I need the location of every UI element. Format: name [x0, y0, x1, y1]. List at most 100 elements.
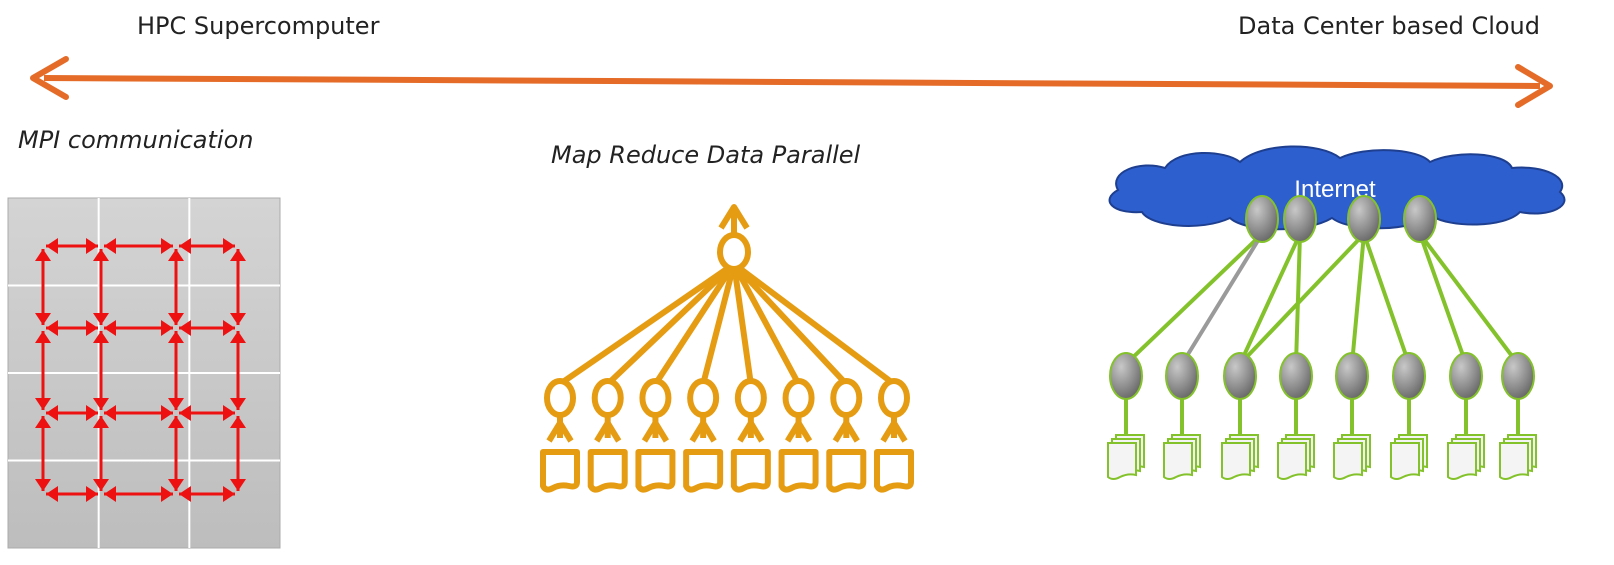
network-link [1294, 232, 1302, 366]
router-node [1283, 195, 1317, 243]
mpi-arrowhead [168, 331, 184, 343]
mpi-arrowhead [230, 249, 246, 261]
document-stack-icon [1499, 442, 1529, 480]
mapreduce-output-arrowhead [718, 204, 750, 230]
internet-cloud [1108, 145, 1566, 231]
map-reduce-label: Map Reduce Data Parallel [551, 141, 861, 169]
network-link [1350, 232, 1366, 366]
mpi-arrowhead [161, 486, 173, 502]
mpi-arrowhead [86, 486, 98, 502]
mpi-arrowhead [223, 405, 235, 421]
data-center-cloud-label: Data Center based Cloud [1238, 12, 1540, 40]
mapreduce-leaf-node [830, 378, 863, 418]
mapreduce-edge [731, 261, 850, 387]
mpi-arrowhead [179, 486, 191, 502]
mapreduce-leaf-node [734, 378, 767, 418]
server-node [1223, 352, 1257, 400]
mpi-arrowhead [168, 398, 184, 410]
mpi-arrowhead [93, 331, 109, 343]
router-node [1245, 195, 1279, 243]
mpi-arrowhead [104, 486, 116, 502]
mpi-arrowhead [230, 313, 246, 325]
router-node [1403, 195, 1437, 243]
document-stack-icon [1333, 442, 1363, 480]
mpi-arrowhead [230, 416, 246, 428]
server-node [1279, 352, 1313, 400]
mapreduce-edge [731, 261, 754, 387]
map-reduce-tree [540, 204, 914, 493]
mapreduce-leaf-node [639, 378, 672, 418]
network-link [1180, 232, 1264, 366]
mpi-arrowhead [35, 331, 51, 343]
mpi-arrowhead [230, 331, 246, 343]
hpc-supercomputer-label: HPC Supercomputer [137, 12, 380, 40]
document-icon [683, 449, 724, 493]
mapreduce-leaf-arrowhead [641, 420, 669, 443]
document-icon [587, 449, 628, 493]
server-node [1501, 352, 1535, 400]
mpi-arrowhead [168, 416, 184, 428]
mpi-arrows [35, 238, 246, 502]
mapreduce-edge [731, 261, 897, 387]
mpi-arrowhead [46, 238, 58, 254]
mpi-arrowhead [86, 238, 98, 254]
mpi-arrowhead [161, 405, 173, 421]
mpi-arrowhead [179, 320, 191, 336]
mapreduce-root-node [717, 232, 751, 272]
server-node [1449, 352, 1483, 400]
server-node [1165, 352, 1199, 400]
document-icon [540, 449, 580, 493]
network-link [1124, 232, 1264, 366]
mpi-arrowhead [104, 238, 116, 254]
mpi-arrowhead [93, 416, 109, 428]
server-node [1109, 352, 1143, 400]
network-link [1238, 232, 1366, 366]
document-icon [874, 449, 914, 493]
mapreduce-leaf-arrowhead [832, 420, 860, 443]
mpi-arrowhead [104, 320, 116, 336]
mapreduce-edge [652, 261, 737, 387]
mpi-arrowhead [230, 398, 246, 410]
mpi-communication-label: MPI communication [18, 126, 254, 154]
mapreduce-leaf-arrowhead [546, 420, 574, 443]
mpi-arrowhead [93, 313, 109, 325]
spectrum-double-arrow [30, 56, 1553, 108]
mapreduce-leaf-node [782, 378, 815, 418]
mpi-arrowhead [168, 313, 184, 325]
mapreduce-edge [700, 261, 737, 387]
mpi-arrowhead [161, 320, 173, 336]
mapreduce-leaf-arrowhead [737, 420, 765, 443]
document-stack-icon [1221, 442, 1251, 480]
mapreduce-leaf-node [544, 378, 576, 418]
network-link [1238, 232, 1302, 366]
mpi-arrowhead [223, 320, 235, 336]
mapreduce-leaf-arrowhead [785, 420, 813, 443]
mapreduce-leaf-arrowhead [594, 420, 622, 443]
mapreduce-leaf-node [591, 378, 624, 418]
mpi-arrowhead [179, 238, 191, 254]
document-stack-icon [1163, 442, 1193, 480]
mpi-arrowhead [93, 398, 109, 410]
document-stack-icon [1447, 442, 1477, 480]
mpi-arrowhead [223, 238, 235, 254]
mpi-grid-panel [7, 197, 281, 549]
mapreduce-leaf-node [687, 378, 720, 418]
mpi-arrowhead [104, 405, 116, 421]
document-stack-icon [1390, 442, 1420, 480]
mapreduce-edge [731, 261, 802, 387]
document-icon [778, 449, 819, 493]
mapreduce-leaf-node [878, 378, 910, 418]
mpi-arrowhead [179, 405, 191, 421]
mapreduce-edge [604, 261, 737, 387]
mpi-arrowhead [35, 398, 51, 410]
datacenter-cloud-tree: Internet [1107, 145, 1566, 480]
network-link [1362, 232, 1411, 366]
mpi-arrowhead [161, 238, 173, 254]
mpi-arrowhead [46, 320, 58, 336]
mpi-arrowhead [168, 249, 184, 261]
mpi-arrowhead [35, 416, 51, 428]
mpi-arrowhead [46, 405, 58, 421]
mpi-arrowhead [35, 249, 51, 261]
server-node [1335, 352, 1369, 400]
